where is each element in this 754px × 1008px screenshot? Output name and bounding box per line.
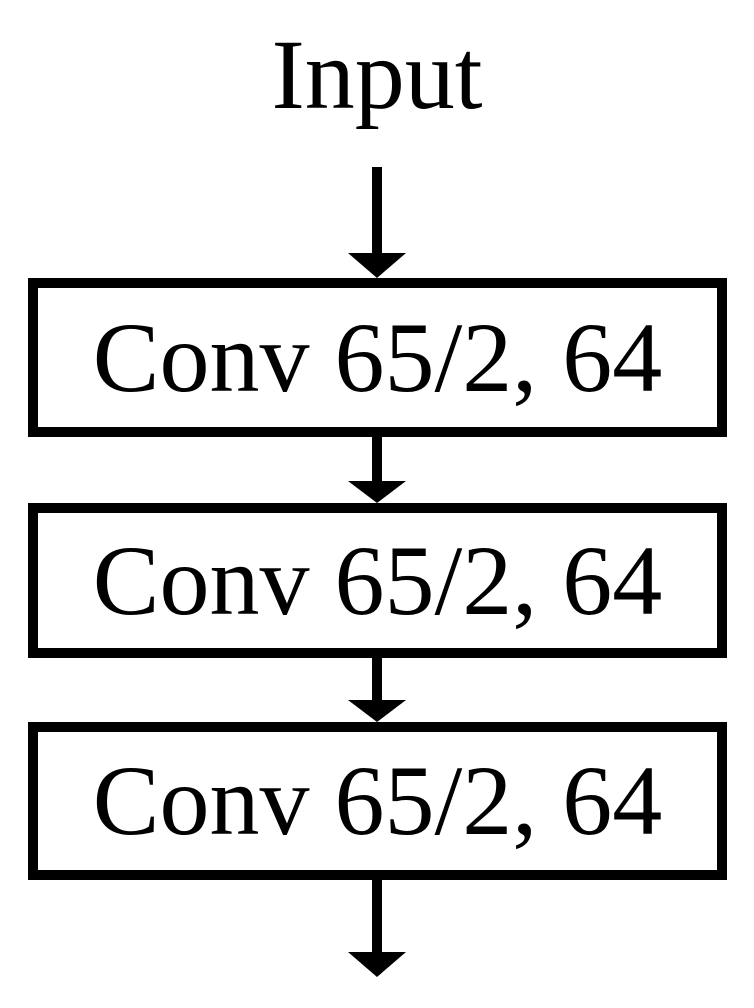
- conv-layer-3-label: Conv 65/2, 64: [92, 745, 663, 856]
- conv-layer-2: Conv 65/2, 64: [28, 503, 727, 658]
- arrow-shaft: [372, 167, 382, 253]
- arrow-shaft: [372, 437, 382, 481]
- conv-layer-2-label: Conv 65/2, 64: [92, 524, 663, 636]
- conv-layer-1-label: Conv 65/2, 64: [92, 301, 663, 413]
- arrow-head: [348, 481, 406, 503]
- arrow-down-icon: [348, 880, 406, 977]
- arrow-head: [348, 952, 406, 977]
- input-label: Input: [271, 19, 483, 130]
- arrow-head: [348, 700, 406, 722]
- arrow-head: [348, 253, 406, 278]
- conv-layer-1: Conv 65/2, 64: [28, 278, 727, 437]
- arrow-shaft: [372, 658, 382, 700]
- conv-layer-3: Conv 65/2, 64: [28, 722, 727, 880]
- arrow-down-icon: [348, 658, 406, 722]
- arrow-down-icon: [348, 167, 406, 278]
- arrow-down-icon: [348, 437, 406, 503]
- arrow-shaft: [372, 880, 382, 952]
